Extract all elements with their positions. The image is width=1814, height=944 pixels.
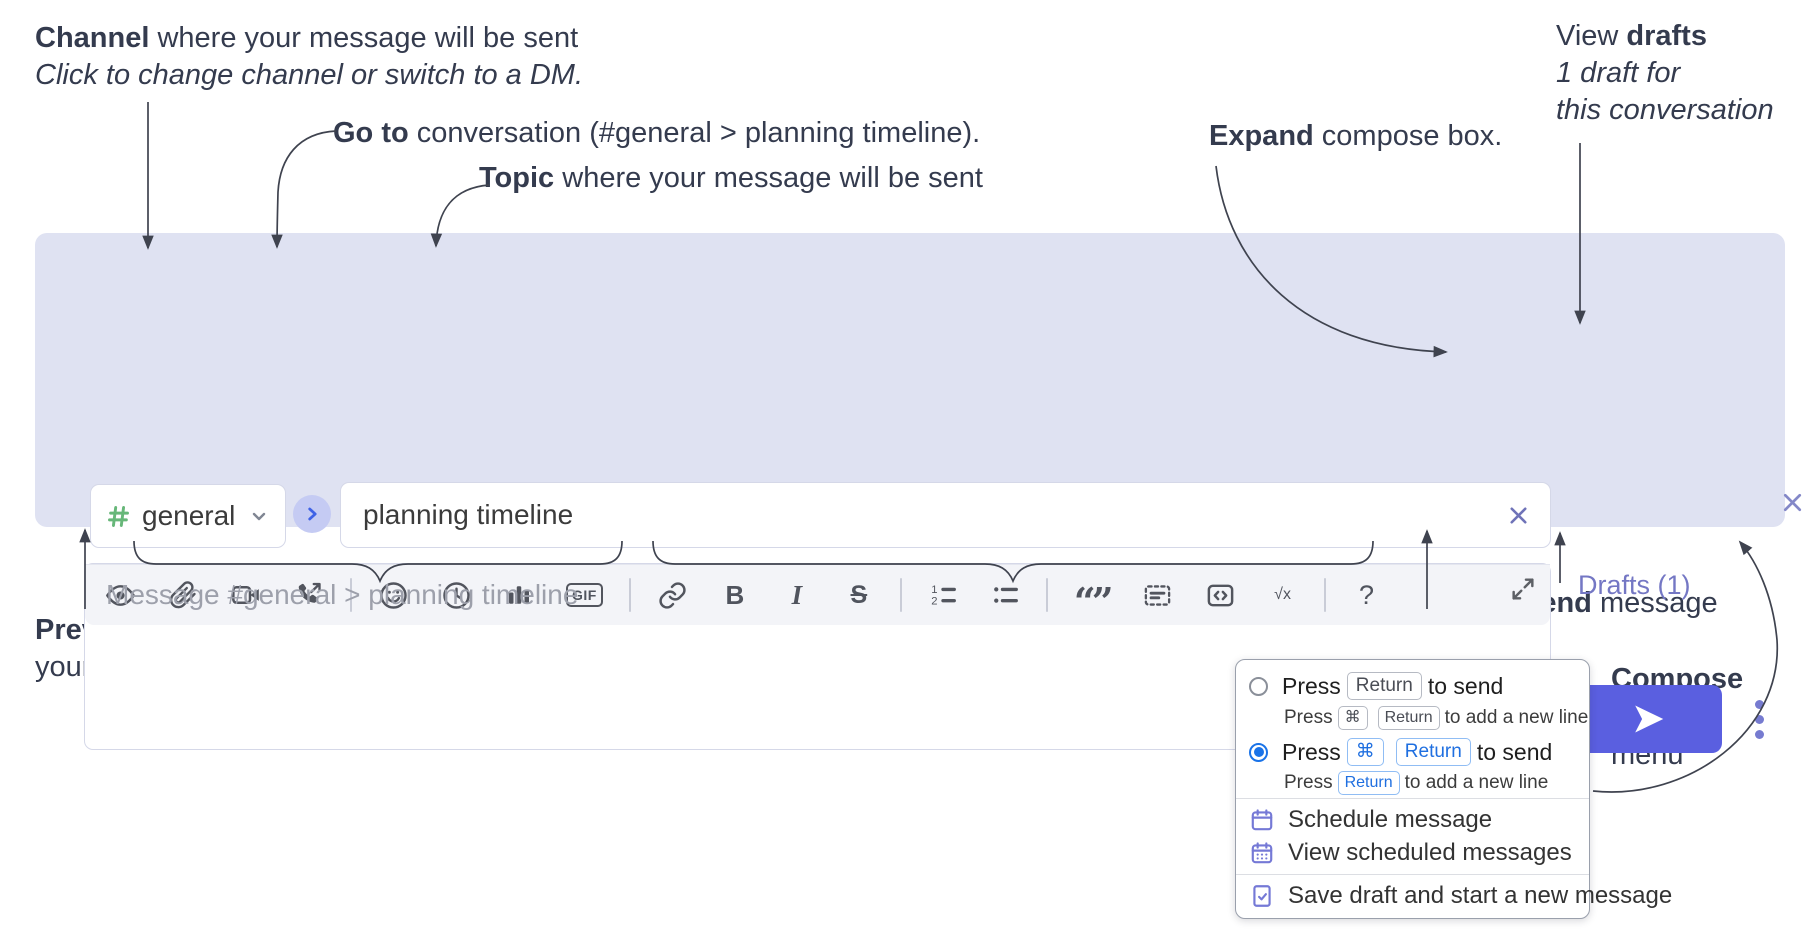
toolbar-divider <box>1323 578 1326 612</box>
channel-label: general <box>142 500 236 531</box>
cmd-key: ⌘ <box>1346 738 1384 766</box>
topic-value: planning timeline <box>363 499 574 530</box>
compose-options-button[interactable] <box>1745 693 1773 745</box>
toolbar-divider <box>628 578 631 612</box>
menu-item-save-draft[interactable]: Save draft and start a new message <box>1249 882 1672 910</box>
annotation-topic: Topic where your message will be sent <box>479 162 983 194</box>
preview-icon[interactable] <box>105 577 136 613</box>
radio-selected[interactable] <box>1249 742 1268 762</box>
annotation-view-drafts: View drafts 1 draft for this conversatio… <box>1556 20 1774 126</box>
strike-icon[interactable]: S <box>850 580 868 609</box>
cmd-key: ⌘ <box>1337 706 1368 730</box>
goto-conversation-button[interactable] <box>293 495 331 533</box>
annotation-goto: Go to conversation (#general > planning … <box>333 117 981 149</box>
drafts-link[interactable]: Drafts (1) <box>1578 570 1691 600</box>
expand-compose-icon[interactable] <box>1509 575 1537 603</box>
toolbar-divider <box>1045 578 1048 612</box>
menu-divider <box>1236 798 1589 799</box>
italic-icon[interactable]: I <box>791 579 803 610</box>
poll-icon[interactable] <box>504 577 534 613</box>
message-placeholder: Message #general > planning timeline <box>106 579 579 610</box>
annotation-expand: Expand compose box. <box>1209 120 1503 152</box>
bold-icon[interactable]: B <box>725 579 745 610</box>
send-icon <box>1635 705 1664 733</box>
channel-selector[interactable]: general <box>90 484 286 548</box>
close-icon <box>1783 493 1801 511</box>
clear-topic-icon[interactable] <box>1505 502 1532 529</box>
toolbar-divider <box>350 578 352 612</box>
return-key: Return <box>1377 706 1440 730</box>
link-icon[interactable] <box>657 577 688 613</box>
video-icon[interactable] <box>230 577 262 613</box>
return-key: Return <box>1337 771 1400 795</box>
draft-save-icon <box>1253 885 1271 907</box>
return-key: Return <box>1395 738 1471 766</box>
svg-text:1: 1 <box>931 584 937 596</box>
calendar-view-icon <box>1251 842 1273 864</box>
annotation-channel: Channel where your message will be sent … <box>35 22 584 91</box>
code-icon[interactable] <box>1205 577 1236 613</box>
kebab-icon <box>1754 699 1764 709</box>
math-icon[interactable]: √x <box>1274 586 1291 603</box>
spoiler-icon[interactable] <box>1142 577 1173 613</box>
return-key: Return <box>1346 672 1422 700</box>
topic-input[interactable]: planning timeline <box>340 482 1551 548</box>
quote-icon[interactable]: “” <box>1073 579 1114 624</box>
chevron-down-icon <box>252 512 266 521</box>
compose-box: general planning timeline Message #gener… <box>35 233 1801 753</box>
hash-icon <box>108 505 129 527</box>
menu-divider <box>1236 874 1589 875</box>
call-icon[interactable] <box>294 577 324 613</box>
message-textarea[interactable]: Message #general > planning timeline GIF… <box>84 563 1551 750</box>
toolbar-divider <box>899 578 902 612</box>
chevron-right-icon <box>308 507 317 521</box>
bulleted-list-icon[interactable] <box>990 577 1020 613</box>
gif-icon[interactable]: GIF <box>566 577 603 613</box>
radio-unselected[interactable] <box>1249 676 1268 696</box>
close-compose-button[interactable] <box>1775 485 1809 519</box>
calendar-icon <box>1251 809 1273 831</box>
send-button[interactable] <box>1576 685 1722 753</box>
help-icon[interactable]: ? <box>1359 579 1375 610</box>
menu-item-schedule-message[interactable]: Schedule message <box>1249 806 1492 834</box>
menu-item-view-scheduled[interactable]: View scheduled messages <box>1249 839 1572 867</box>
svg-text:2: 2 <box>931 596 937 608</box>
